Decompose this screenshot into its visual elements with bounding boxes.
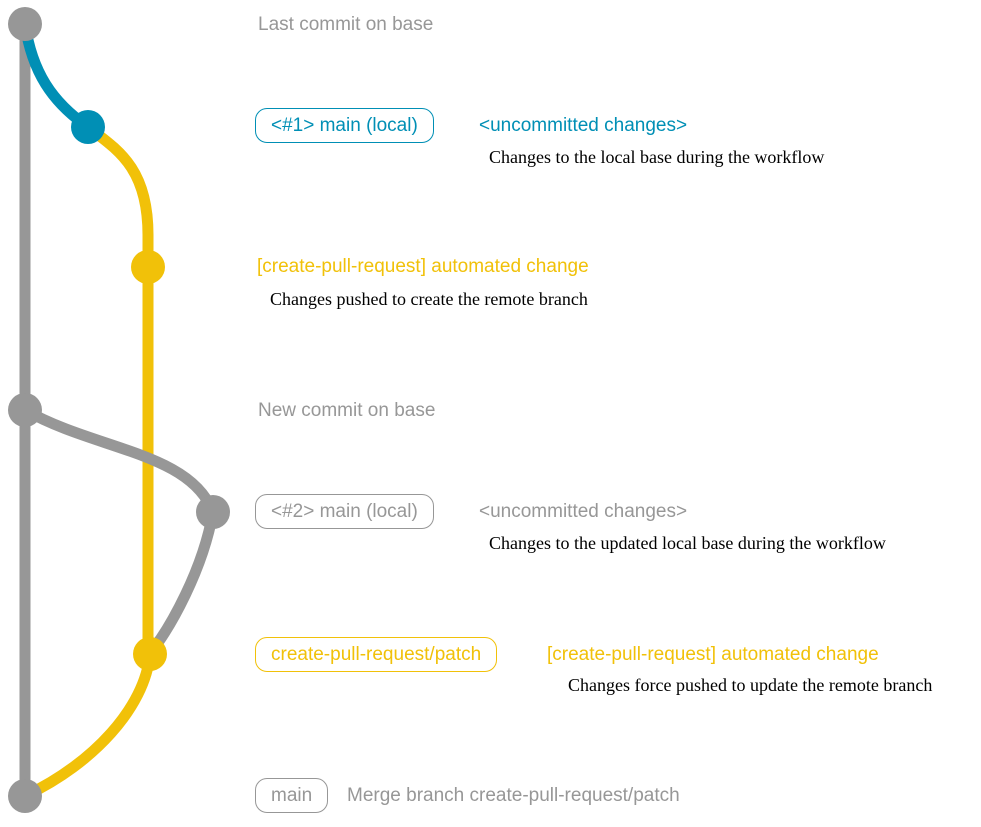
merge-curve [21, 648, 156, 801]
local-branch-1-curve [19, 18, 94, 133]
pull-request-branch-line [82, 121, 154, 660]
commit-node-last-base [8, 7, 42, 41]
branch-label-main: main [255, 778, 329, 813]
status-uncommitted-changes-1: <uncommitted changes> [479, 115, 688, 136]
caption-new-commit-on-base: New commit on base [258, 400, 436, 421]
branch-label-main-local-1: <#1> main (local) [255, 108, 434, 143]
detail-local-base-changes-2: Changes to the updated local base during… [489, 533, 886, 553]
local-branch-2-curve-in [145, 506, 219, 658]
commit-message-automated-change-2: [create-pull-request] automated change [547, 644, 879, 665]
caption-last-commit-on-base: Last commit on base [258, 14, 434, 35]
commit-node-merge [8, 779, 42, 813]
commit-node-new-base [8, 393, 42, 427]
branch-label-main-local-2: <#2> main (local) [255, 494, 434, 529]
commit-node-automated-change-1 [131, 250, 165, 284]
branch-label-create-pull-request-patch: create-pull-request/patch [255, 637, 498, 672]
status-uncommitted-changes-2: <uncommitted changes> [479, 501, 688, 522]
commit-node-local-1 [71, 110, 105, 144]
detail-local-base-changes-1: Changes to the local base during the wor… [489, 147, 825, 167]
detail-force-pushed-update-remote-branch: Changes force pushed to update the remot… [568, 675, 933, 695]
local-branch-2-curve-out [19, 404, 219, 518]
commit-message-merge: Merge branch create-pull-request/patch [347, 785, 680, 806]
commit-message-automated-change-1: [create-pull-request] automated change [257, 256, 589, 277]
commit-node-automated-change-2 [133, 637, 167, 671]
detail-pushed-create-remote-branch: Changes pushed to create the remote bran… [270, 289, 588, 309]
commit-node-local-2 [196, 495, 230, 529]
